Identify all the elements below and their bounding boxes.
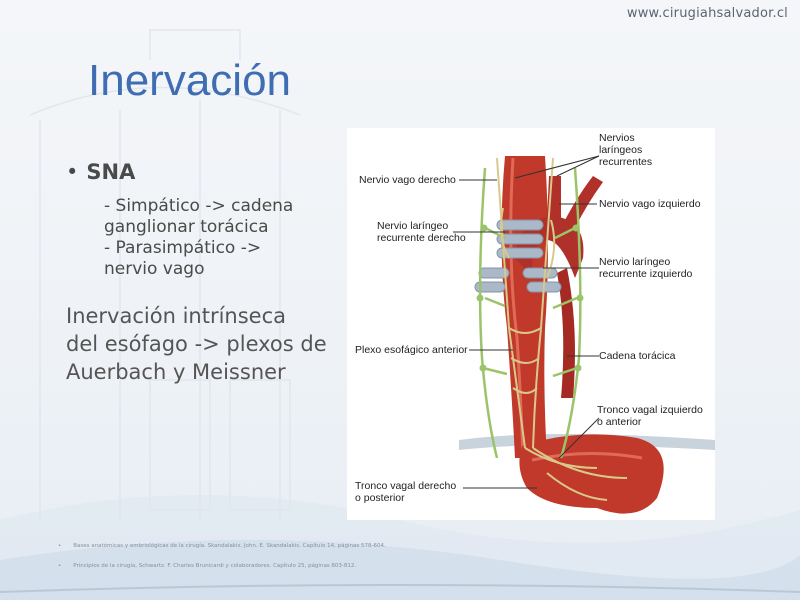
label-tronco-vagal-derecho: Tronco vagal derecho o posterior (355, 480, 457, 504)
bullet-symbol: • (66, 160, 79, 184)
label-nervio-laringeo-recurrente-derecho: Nervio laríngeo recurrente derecho (377, 220, 466, 244)
label-plexo-esofagico-anterior: Plexo esofágico anterior (355, 344, 468, 356)
label-tronco-vagal-izquierdo: Tronco vagal izquierdo o anterior (597, 404, 703, 428)
reference-1: •Bases anatómicas y embriológicas de la … (58, 543, 386, 549)
paragraph-line: Auerbach y Meissner (66, 360, 286, 384)
website-url: www.cirugiahsalvador.cl (626, 6, 788, 21)
bullet-sna: • SNA (66, 160, 135, 184)
label-cadena-toracica: Cadena torácica (599, 350, 676, 362)
bullet-label: SNA (86, 160, 136, 184)
sub-line: nervio vago (104, 259, 205, 279)
sna-sub-list: - Simpático -> cadena ganglionar torácic… (104, 196, 344, 280)
reference-2: •Principios de la cirugía, Schwartz. F. … (58, 563, 357, 569)
esophagus-innervation-figure: Nervios laríngeos recurrentes Nervio vag… (347, 128, 715, 520)
label-nervios-laringeos-recurrentes: Nervios laríngeos recurrentes (599, 132, 653, 168)
label-nervio-vago-izquierdo: Nervio vago izquierdo (599, 198, 701, 210)
intrinsic-innervation-text: Inervación intrínseca del esófago -> ple… (66, 302, 346, 386)
label-nervio-vago-derecho: Nervio vago derecho (359, 174, 456, 186)
sub-line: - Parasimpático -> (104, 238, 262, 258)
anatomy-illustration (453, 155, 715, 514)
sub-line: ganglionar torácica (104, 217, 269, 237)
label-nervio-laringeo-recurrente-izquierdo: Nervio laríngeo recurrente izquierdo (599, 256, 693, 280)
sub-line: - Simpático -> cadena (104, 196, 294, 216)
paragraph-line: del esófago -> plexos de (66, 332, 327, 356)
paragraph-line: Inervación intrínseca (66, 304, 286, 328)
slide-title: Inervación (88, 56, 292, 105)
